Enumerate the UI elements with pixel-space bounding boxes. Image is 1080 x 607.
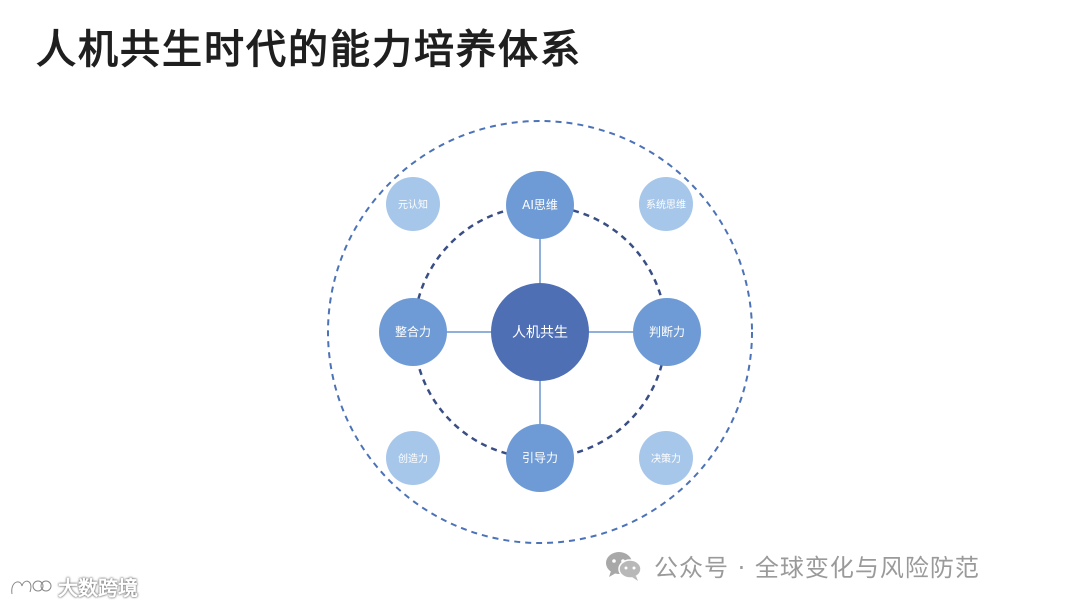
watermark-text: 公众号 · 全球变化与风险防范 bbox=[654, 554, 980, 582]
outer-node-metacognition: 元认知 bbox=[386, 177, 440, 231]
inner-node-judgment: 判断力 bbox=[633, 298, 701, 366]
page-title: 人机共生时代的能力培养体系 bbox=[36, 27, 582, 73]
inner-node-circle bbox=[506, 171, 574, 239]
outer-node-decision: 决策力 bbox=[639, 431, 693, 485]
logo-icon bbox=[10, 579, 52, 594]
outer-node-creativity: 创造力 bbox=[386, 431, 440, 485]
inner-node-label: 引导力 bbox=[522, 451, 558, 465]
outer-node-label: 创造力 bbox=[398, 452, 428, 465]
outer-ring bbox=[327, 120, 753, 544]
inner-node-label: 判断力 bbox=[649, 324, 685, 339]
outer-node-systems-thinking: 系统思维 bbox=[639, 177, 693, 231]
inner-node-circle bbox=[379, 298, 447, 366]
wechat-icon bbox=[606, 551, 642, 581]
outer-node-circle bbox=[639, 177, 693, 231]
inner-node-label: AI思维 bbox=[522, 198, 558, 212]
inner-node-ai-thinking: AI思维 bbox=[506, 171, 574, 239]
center-node-label: 人机共生 bbox=[512, 325, 568, 341]
watermark: 公众号 · 全球变化与风险防范 bbox=[604, 548, 980, 583]
outer-node-label: 决策力 bbox=[651, 452, 681, 465]
inner-node-integration: 整合力 bbox=[379, 298, 447, 366]
outer-node-circle bbox=[386, 431, 440, 485]
corner-mark-text: 大数跨境 bbox=[58, 576, 138, 600]
outer-node-label: 元认知 bbox=[398, 198, 428, 211]
connectors bbox=[446, 238, 634, 424]
inner-node-circle bbox=[506, 424, 574, 492]
inner-node-guidance: 引导力 bbox=[506, 424, 574, 492]
center-node: 人机共生 bbox=[491, 283, 589, 381]
center-node-circle bbox=[491, 283, 589, 381]
outer-node-label: 系统思维 bbox=[646, 198, 686, 211]
inner-node-label: 整合力 bbox=[395, 324, 431, 339]
inner-node-circle bbox=[633, 298, 701, 366]
corner-mark: 大数跨境 bbox=[8, 572, 138, 601]
outer-node-circle bbox=[639, 431, 693, 485]
outer-node-circle bbox=[386, 177, 440, 231]
